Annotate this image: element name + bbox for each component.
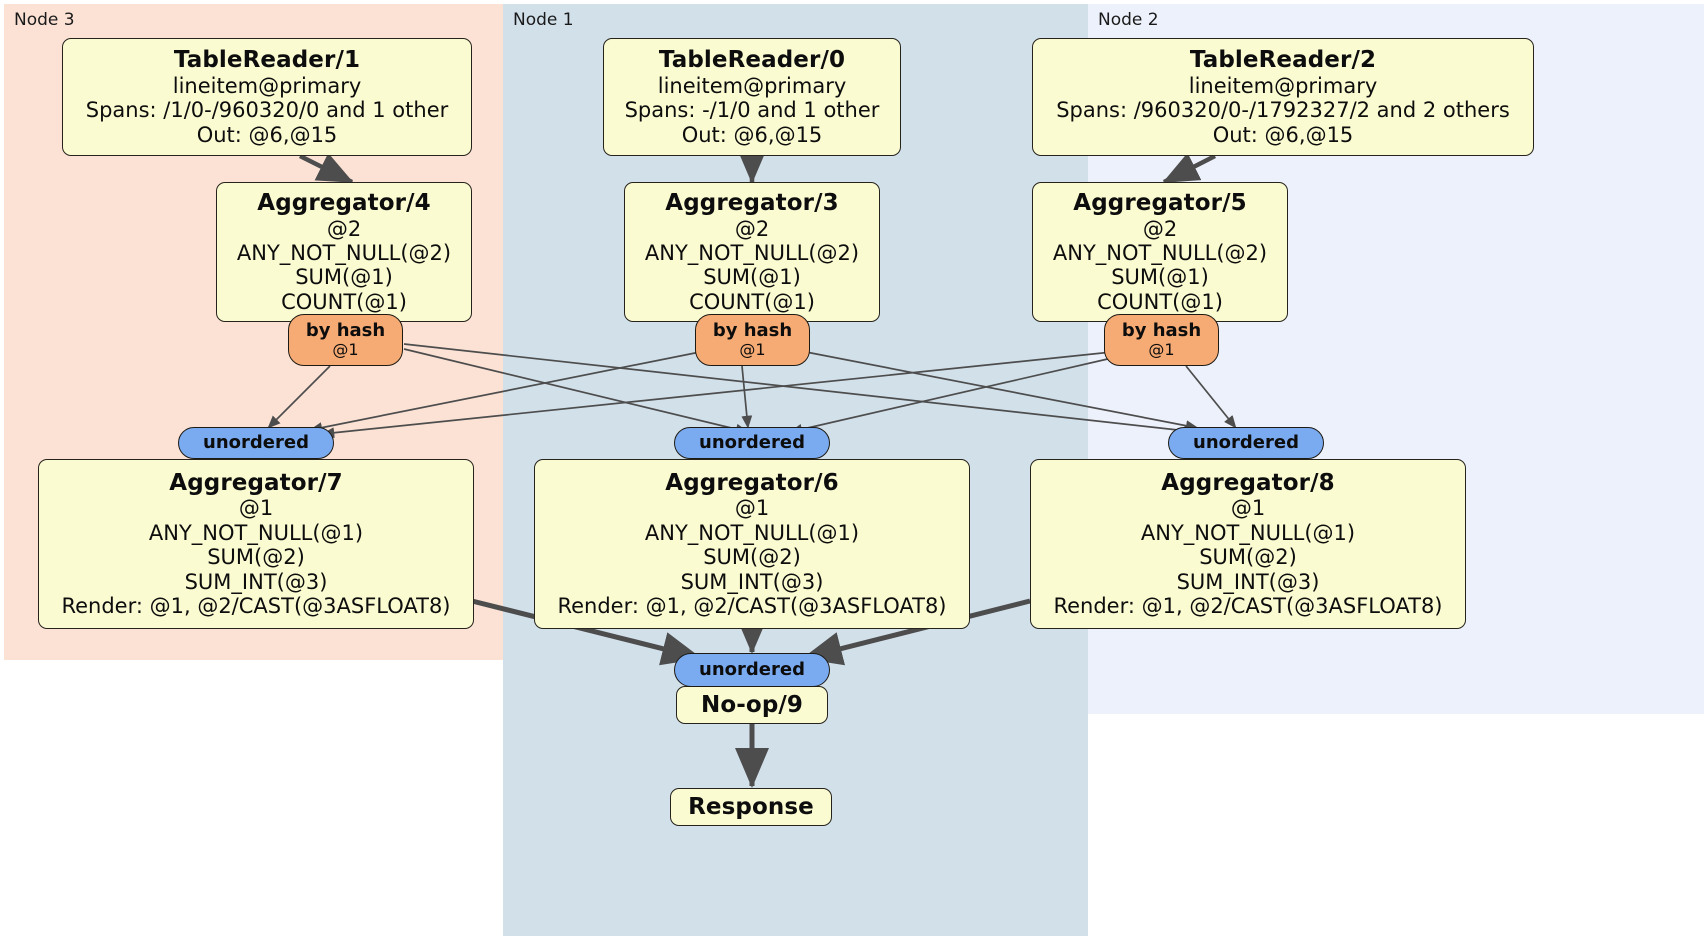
processor-aggregator-5[interactable]: Aggregator/5 @2 ANY_NOT_NULL(@2) SUM(@1)… [1032,182,1288,322]
processor-title: Aggregator/6 [665,469,839,496]
processor-line: ANY_NOT_NULL(@1) [148,520,364,545]
router-badge-column: @1 [739,340,766,360]
router-badge-by-hash-aggregator-3[interactable]: by hash @1 [695,314,810,366]
processor-line: @2 [326,216,362,241]
processor-line: @2 [1142,216,1178,241]
processor-line: @1 [238,496,274,521]
processor-line: COUNT(@1) [281,289,407,314]
processor-line: Spans: /1/0-/960320/0 and 1 other [85,98,449,123]
processor-line: SUM_INT(@3) [1176,569,1320,594]
processor-line: Render: @1, @2/CAST(@3ASFLOAT8) [1053,593,1443,618]
synchronizer-badge-label: unordered [699,659,805,681]
router-badge-label: by hash [305,320,386,342]
processor-line: ANY_NOT_NULL(@1) [1140,520,1356,545]
processor-line: SUM(@1) [295,265,393,290]
processor-aggregator-4[interactable]: Aggregator/4 @2 ANY_NOT_NULL(@2) SUM(@1)… [216,182,472,322]
processor-line: lineitem@primary [657,73,847,98]
processor-line: SUM_INT(@3) [680,569,824,594]
processor-title: TableReader/1 [173,47,361,74]
processor-line: COUNT(@1) [1097,289,1223,314]
processor-title: TableReader/2 [1189,47,1377,74]
processor-line: @1 [734,496,770,521]
processor-aggregator-6[interactable]: Aggregator/6 @1 ANY_NOT_NULL(@1) SUM(@2)… [534,459,970,629]
synchronizer-badge-label: unordered [1193,432,1299,454]
processor-table-reader-2[interactable]: TableReader/2 lineitem@primary Spans: /9… [1032,38,1534,156]
router-badge-label: by hash [712,320,793,342]
processor-line: Out: @6,@15 [681,122,823,147]
processor-line: ANY_NOT_NULL(@2) [1052,240,1268,265]
router-badge-column: @1 [1148,340,1175,360]
router-badge-label: by hash [1121,320,1202,342]
processor-title: Response [688,793,814,820]
processor-title: Aggregator/8 [1161,469,1335,496]
processor-line: Spans: -/1/0 and 1 other [624,98,880,123]
processor-title: No-op/9 [701,691,803,718]
processor-line: Out: @6,@15 [1212,122,1354,147]
router-badge-by-hash-aggregator-4[interactable]: by hash @1 [288,314,403,366]
processor-no-op-9[interactable]: No-op/9 [676,686,828,724]
node-panel-label-node3: Node 3 [14,10,75,30]
processor-line: ANY_NOT_NULL(@2) [236,240,452,265]
processor-line: lineitem@primary [172,73,362,98]
processor-aggregator-8[interactable]: Aggregator/8 @1 ANY_NOT_NULL(@1) SUM(@2)… [1030,459,1466,629]
router-badge-column: @1 [332,340,359,360]
node-panel-label-node1: Node 1 [513,10,574,30]
processor-aggregator-3[interactable]: Aggregator/3 @2 ANY_NOT_NULL(@2) SUM(@1)… [624,182,880,322]
processor-aggregator-7[interactable]: Aggregator/7 @1 ANY_NOT_NULL(@1) SUM(@2)… [38,459,474,629]
processor-line: @1 [1230,496,1266,521]
processor-line: lineitem@primary [1188,73,1378,98]
synchronizer-badge-unordered-final[interactable]: unordered [674,653,830,687]
node-panel-label-node2: Node 2 [1098,10,1159,30]
processor-line: COUNT(@1) [689,289,815,314]
processor-line: SUM(@1) [1111,265,1209,290]
processor-table-reader-1[interactable]: TableReader/1 lineitem@primary Spans: /1… [62,38,472,156]
processor-line: @2 [734,216,770,241]
processor-title: TableReader/0 [658,47,846,74]
processor-title: Aggregator/5 [1073,189,1247,216]
processor-line: SUM(@2) [703,545,801,570]
processor-response[interactable]: Response [670,788,832,826]
synchronizer-badge-unordered-mid[interactable]: unordered [674,427,830,459]
processor-table-reader-0[interactable]: TableReader/0 lineitem@primary Spans: -/… [603,38,901,156]
synchronizer-badge-label: unordered [203,432,309,454]
processor-line: Out: @6,@15 [196,122,338,147]
processor-line: SUM_INT(@3) [184,569,328,594]
synchronizer-badge-unordered-left[interactable]: unordered [178,427,334,459]
router-badge-by-hash-aggregator-5[interactable]: by hash @1 [1104,314,1219,366]
synchronizer-badge-unordered-right[interactable]: unordered [1168,427,1324,459]
processor-line: ANY_NOT_NULL(@2) [644,240,860,265]
processor-title: Aggregator/4 [257,189,431,216]
processor-line: Render: @1, @2/CAST(@3ASFLOAT8) [61,593,451,618]
processor-title: Aggregator/7 [169,469,343,496]
processor-line: SUM(@2) [207,545,305,570]
processor-line: Spans: /960320/0-/1792327/2 and 2 others [1056,98,1510,123]
processor-line: SUM(@1) [703,265,801,290]
processor-line: SUM(@2) [1199,545,1297,570]
processor-line: Render: @1, @2/CAST(@3ASFLOAT8) [557,593,947,618]
processor-title: Aggregator/3 [665,189,839,216]
processor-line: ANY_NOT_NULL(@1) [644,520,860,545]
synchronizer-badge-label: unordered [699,432,805,454]
